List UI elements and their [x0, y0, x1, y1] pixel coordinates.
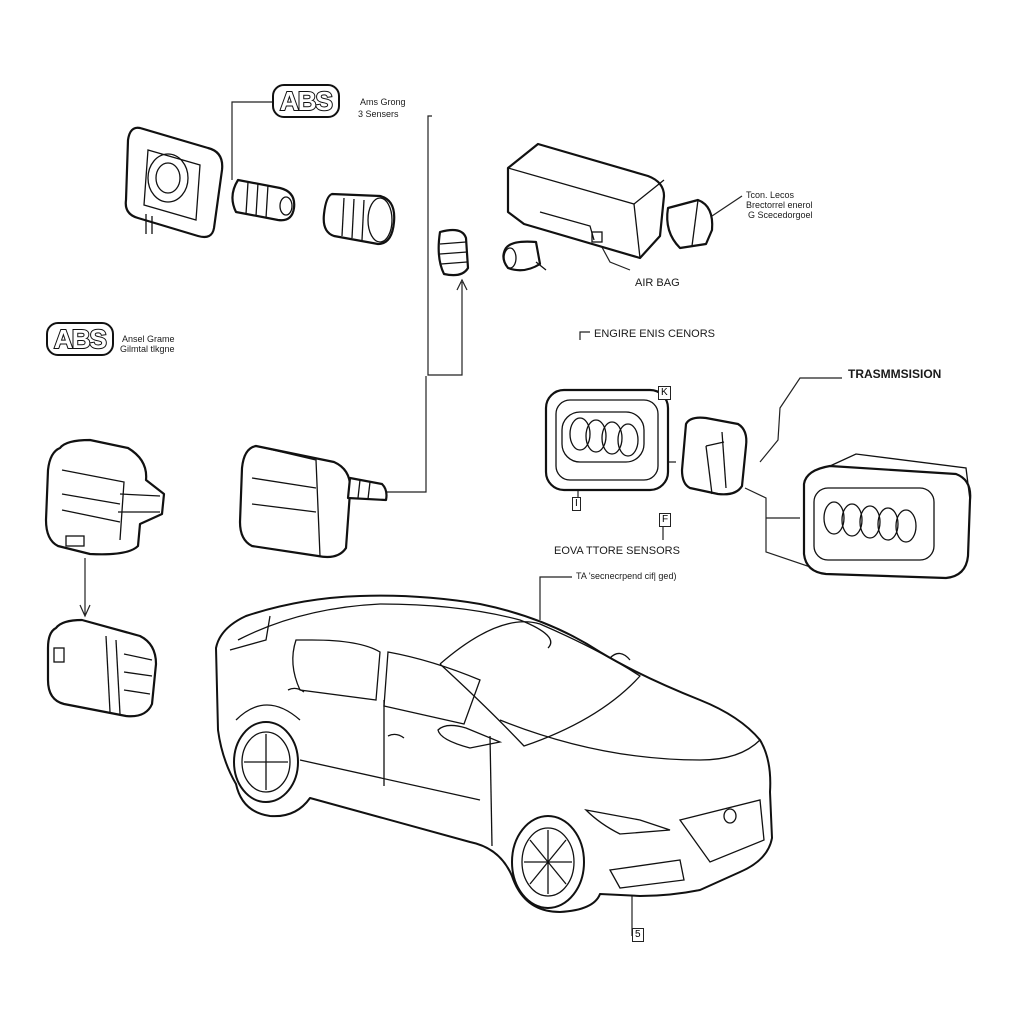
tcm-connector — [666, 198, 714, 250]
abs-badge-left: ABS — [46, 322, 114, 356]
tcm-note-3: G Scecedorgoel — [748, 210, 813, 220]
abs-left-note-1: Ansel Grame — [122, 334, 175, 344]
abs-badge-top: ABS — [272, 84, 340, 118]
abs-control-unit — [44, 438, 166, 556]
small-plug — [437, 228, 470, 277]
airbag-control-module — [506, 142, 666, 260]
callout-i: I — [572, 497, 581, 511]
abs-left-note-2: Gilmtal tlkgne — [120, 344, 175, 354]
tcm-note-2: Brectorrel enerol — [746, 200, 813, 210]
transmission-module — [802, 453, 972, 580]
engine-sensors-label: ENGIRE ENIS CENORS — [594, 328, 716, 340]
car-illustration — [215, 594, 773, 913]
abs-module-housing — [124, 126, 224, 239]
wheel-speed-sensor — [231, 178, 296, 222]
abs-relay-block — [46, 618, 158, 718]
airbag-label: AIR BAG — [635, 277, 680, 289]
callout-bottom: 5 — [632, 928, 644, 942]
body-sensors-label: EOVA TTORE SENSORS — [554, 545, 680, 557]
sensor-connector — [322, 192, 396, 246]
abs-top-note-2: 3 Sensers — [358, 109, 399, 119]
abs-top-note-1: Ams Grong — [360, 97, 406, 107]
airbag-sensor — [502, 240, 547, 272]
callout-k: K — [658, 386, 671, 400]
car-note: TA 'secnecrpend cif| ged) — [576, 571, 677, 581]
engine-ecu-module — [238, 444, 388, 559]
tcm-note-1: Tcon. Lecos — [746, 190, 795, 200]
engine-sensor-connector — [544, 388, 670, 492]
callout-f: F — [659, 513, 672, 527]
transmission-label: TRASMMSISION — [848, 367, 942, 381]
transmission-plug — [680, 416, 748, 496]
